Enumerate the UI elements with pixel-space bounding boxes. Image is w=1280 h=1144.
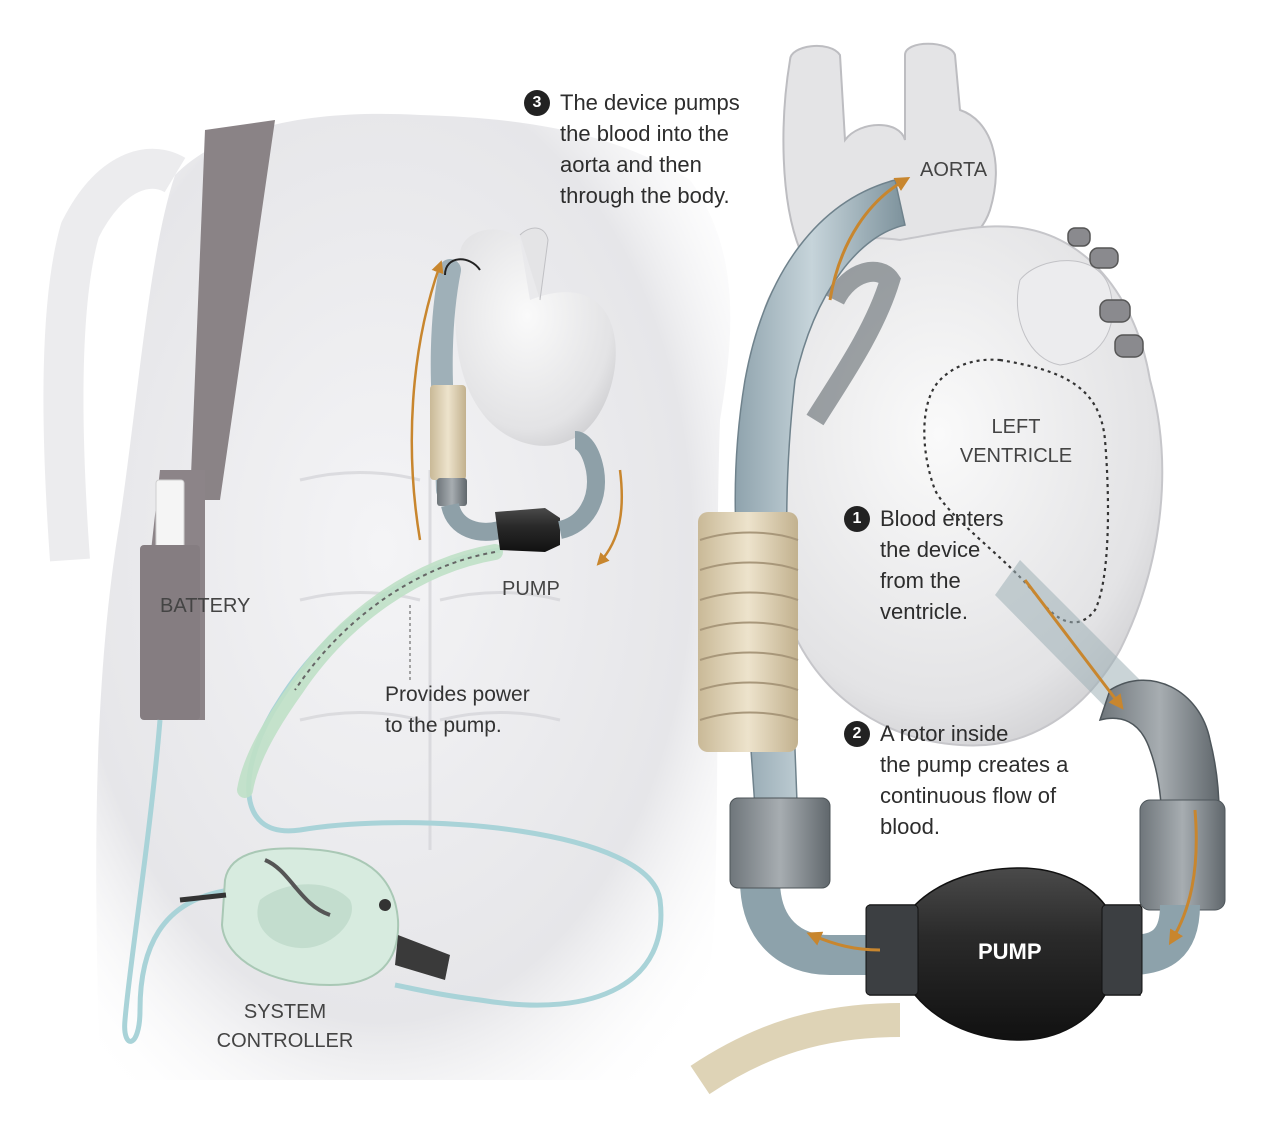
left-ventricle-label: LEFT VENTRICLE bbox=[959, 416, 1073, 467]
large-heart bbox=[755, 42, 1164, 747]
left-ventricle-outline bbox=[923, 358, 1110, 624]
flow-arrows-large bbox=[806, 177, 1198, 952]
inflow-cannula bbox=[995, 560, 1226, 975]
large-pump bbox=[865, 867, 1143, 1041]
outflow-graft bbox=[698, 179, 906, 975]
small-heart bbox=[455, 227, 616, 446]
step-number-badge: 1 bbox=[844, 506, 870, 532]
aorta-label: AORTA bbox=[920, 159, 988, 181]
step-text: Blood enters the device from the ventric… bbox=[880, 506, 1004, 624]
power-note-label: Provides power to the pump. bbox=[385, 683, 530, 737]
small-vad bbox=[410, 258, 624, 566]
step-number-badge: 3 bbox=[524, 90, 550, 116]
system-controller-label: SYSTEM CONTROLLER bbox=[216, 1001, 354, 1052]
system-controller-device bbox=[179, 847, 450, 987]
pump-large-label: PUMP bbox=[978, 939, 1042, 964]
pump-small-label: PUMP bbox=[502, 578, 560, 600]
battery-strap bbox=[140, 120, 275, 720]
step-text: A rotor inside the pump creates a contin… bbox=[880, 721, 1069, 839]
large-driveline bbox=[690, 1003, 901, 1095]
battery-label: BATTERY bbox=[160, 595, 251, 617]
step-text: The device pumps the blood into the aort… bbox=[560, 90, 740, 208]
step-number-badge: 2 bbox=[844, 721, 870, 747]
